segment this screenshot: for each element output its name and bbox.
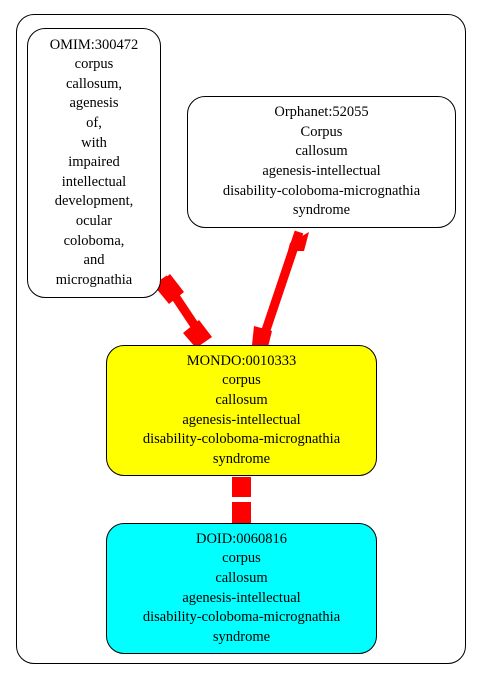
- cluster-boundary: [16, 14, 466, 664]
- edge-orphanet-mondo: [252, 230, 309, 347]
- edge-omim-mondo: [155, 274, 212, 348]
- node-omim-line: agenesis: [69, 95, 119, 112]
- edge-mondo-doid: [232, 477, 251, 523]
- edge-omim-mondo-head: [183, 320, 212, 348]
- node-omim-line: coloboma,: [63, 232, 125, 249]
- edge-orphanet-mondo-head: [252, 326, 272, 347]
- edge-mondo-doid-top: [232, 477, 251, 497]
- node-orphanet-line: callosum: [295, 143, 348, 160]
- node-doid[interactable]: DOID:0060816 corpus callosum agenesis-in…: [106, 523, 377, 654]
- node-omim-line: micrognathia: [55, 271, 133, 288]
- node-doid-line: disability-coloboma-micrognathia: [142, 609, 341, 626]
- node-doid-line: syndrome: [212, 628, 271, 645]
- node-orphanet[interactable]: Orphanet:52055 Corpus callosum agenesis-…: [187, 96, 456, 228]
- node-omim-line: OMIM:300472: [49, 36, 139, 53]
- node-mondo-line: callosum: [215, 391, 268, 408]
- node-omim-line: ocular: [75, 212, 113, 229]
- node-doid-line: corpus: [222, 550, 261, 567]
- node-mondo-line: MONDO:0010333: [186, 352, 297, 369]
- node-omim-line: impaired: [68, 154, 120, 171]
- edge-mondo-doid-bottom: [232, 502, 251, 523]
- edge-orphanet-mondo-tail: [288, 232, 309, 251]
- node-mondo-line: corpus: [222, 372, 261, 389]
- node-omim-line: corpus: [74, 56, 114, 73]
- node-doid-line: agenesis-intellectual: [182, 589, 301, 606]
- edge-omim-mondo-tail: [155, 274, 184, 304]
- node-omim-line: callosum,: [66, 75, 122, 92]
- node-mondo[interactable]: MONDO:0010333 corpus callosum agenesis-i…: [106, 345, 377, 476]
- node-omim-line: with: [81, 134, 107, 151]
- node-doid-line: DOID:0060816: [195, 530, 288, 547]
- node-orphanet-line: Corpus: [300, 123, 343, 140]
- node-orphanet-line: syndrome: [292, 202, 351, 219]
- node-mondo-line: agenesis-intellectual: [182, 411, 301, 428]
- node-omim-line: and: [83, 252, 105, 269]
- node-orphanet-line: agenesis-intellectual: [262, 163, 381, 179]
- node-doid-line: callosum: [215, 569, 268, 586]
- node-omim-line: development,: [54, 193, 134, 210]
- node-mondo-line: syndrome: [212, 450, 271, 467]
- node-mondo-line: disability-coloboma-micrognathia: [142, 431, 341, 448]
- node-omim-line: intellectual: [61, 173, 127, 190]
- node-orphanet-line: disability-coloboma-micrognathia: [222, 182, 421, 199]
- node-orphanet-line: Orphanet:52055: [274, 104, 369, 121]
- node-omim[interactable]: OMIM:300472 corpus callosum, agenesis of…: [27, 28, 161, 298]
- node-omim-line: of,: [86, 115, 102, 132]
